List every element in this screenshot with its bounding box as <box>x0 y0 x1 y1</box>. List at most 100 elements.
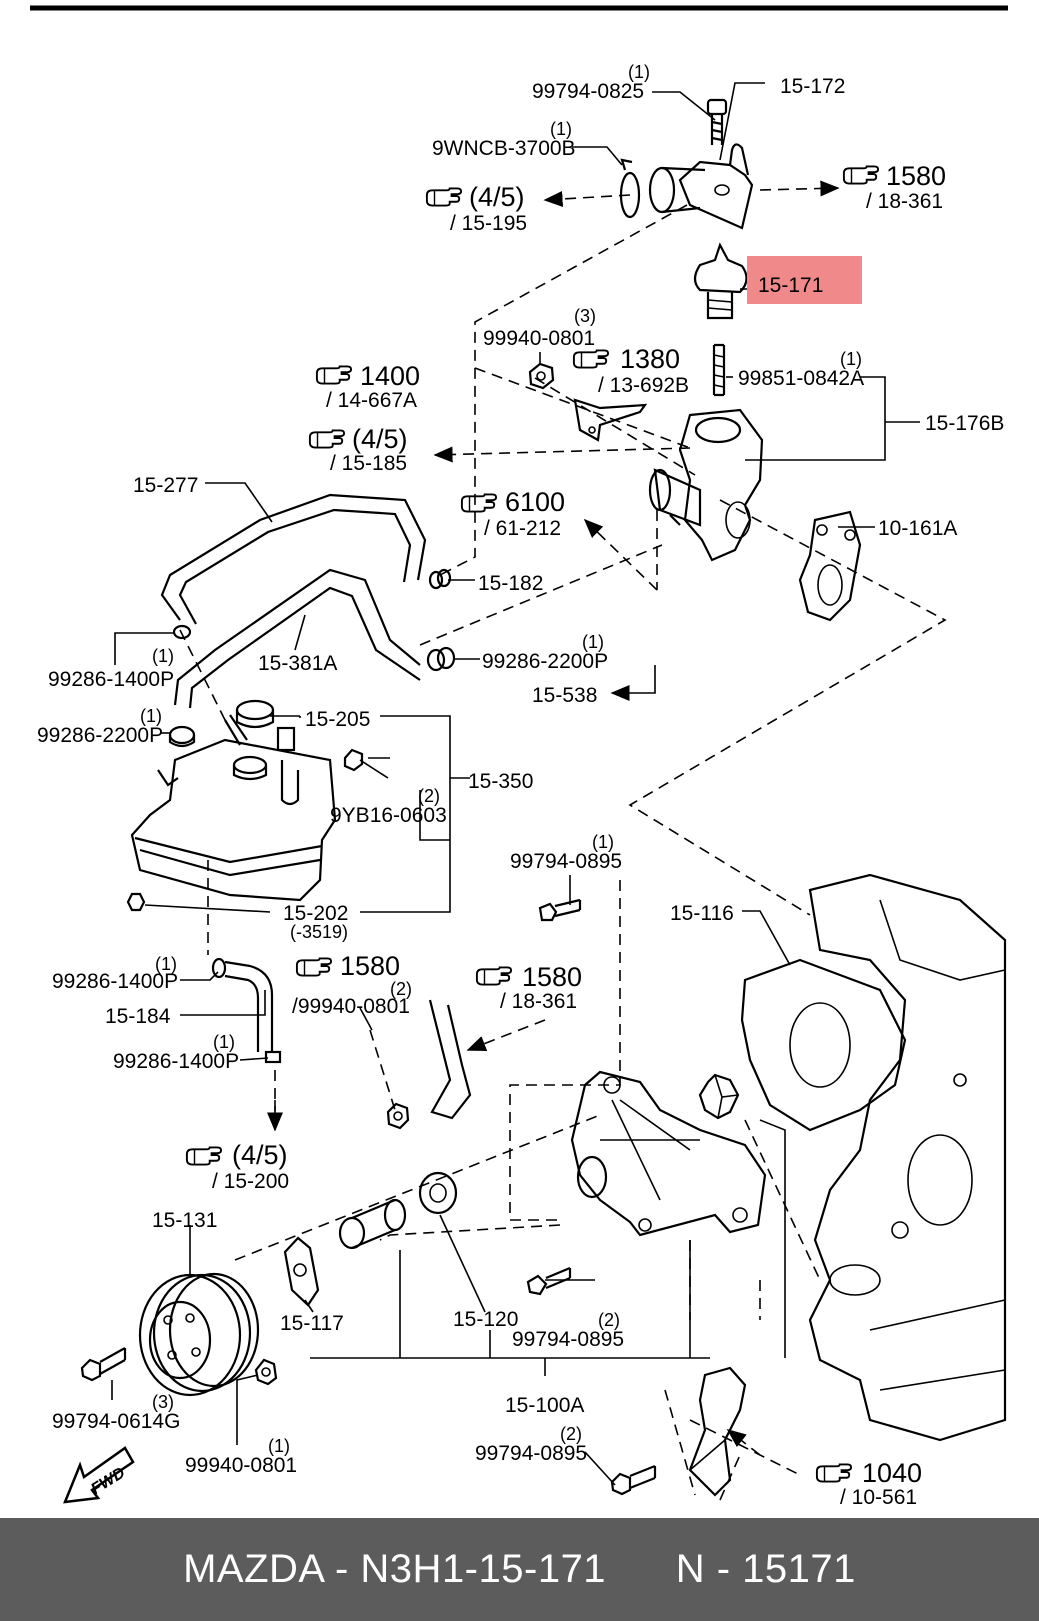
label-15-277: 15-277 <box>133 474 198 497</box>
svg-text:/ 10-561: / 10-561 <box>840 1486 917 1509</box>
clamp-99286-1400p-left <box>172 624 192 640</box>
qty-99940-0801-a: (3) <box>574 306 596 326</box>
bolt-99794-0825 <box>706 98 728 145</box>
qty-99794-0825: (1) <box>628 62 650 82</box>
bolt-99794-0895-upper <box>538 898 582 922</box>
svg-text:/ 15-200: / 15-200 <box>212 1170 289 1193</box>
pulley-15-131 <box>138 1272 260 1397</box>
svg-text:(4/5): (4/5) <box>232 1140 288 1170</box>
svg-text:(4/5): (4/5) <box>469 182 525 212</box>
pointing-hand-icon <box>572 349 610 369</box>
caption-catalog-number: N - 15171 <box>675 1547 856 1591</box>
svg-text:1040: 1040 <box>862 1458 922 1488</box>
bolt-99794-0895-bottom <box>610 1464 657 1496</box>
qty-99286-2200p-b: (1) <box>140 706 162 726</box>
pointing-hand-icon <box>315 365 353 385</box>
svg-text:/ 14-667A: / 14-667A <box>326 389 417 412</box>
engine-block <box>808 873 1007 1442</box>
pointing-hand-icon <box>185 1146 223 1166</box>
label-3519: (-3519) <box>290 922 348 942</box>
ref-1380: 1380 / 13-692B <box>572 344 689 397</box>
pointing-hand-icon <box>295 957 333 977</box>
gasket-15-116 <box>740 958 907 1132</box>
ref-1580-top: 1580 / 18-361 <box>842 161 946 213</box>
label-15-176b: 15-176B <box>925 412 1004 435</box>
bracket-lower <box>688 1366 747 1497</box>
hose-clamp-9wncb <box>619 158 641 219</box>
clamp-99286-2200p-left <box>168 725 196 748</box>
label-99851-0842a: 99851-0842A <box>738 367 864 390</box>
ref-1040: 1040 / 10-561 <box>815 1458 922 1509</box>
qty-99794-0614g: (3) <box>152 1392 174 1412</box>
label-99286-2200p-b: 99286-2200P <box>37 724 163 747</box>
svg-text:/ 15-195: / 15-195 <box>450 212 527 235</box>
label-15-381a: 15-381A <box>258 652 337 675</box>
label-15-171: 15-171 <box>758 274 823 297</box>
svg-text:1580: 1580 <box>886 161 946 191</box>
qty-99286-1400p-c: (1) <box>213 1032 235 1052</box>
gasket-10-161a <box>798 510 862 622</box>
label-15-120: 15-120 <box>453 1308 518 1331</box>
svg-text:/ 13-692B: / 13-692B <box>598 374 689 397</box>
flange-15-117 <box>283 1236 320 1307</box>
ref-4-5-15-200: (4/5) / 15-200 <box>185 1140 289 1193</box>
parts-diagram: (1) 99794-0825 15-172 (1) 9WNCB-3700B 15… <box>30 5 1008 1509</box>
label-15-182: 15-182 <box>478 572 543 595</box>
nut-99940-0801-bottom <box>254 1358 278 1386</box>
caption-bar: MAZDA - N3H1-15-171 N - 15171 <box>0 1518 1039 1621</box>
bolt-9yb16-0603 <box>343 748 364 772</box>
svg-text:1580: 1580 <box>340 951 400 981</box>
fwd-arrow-icon: FWD <box>63 1446 135 1504</box>
pointing-hand-icon <box>308 429 346 449</box>
bracket-1380 <box>573 398 648 442</box>
label-9wncb-3700b: 9WNCB-3700B <box>432 137 576 160</box>
qty-99286-2200p-a: (1) <box>582 632 604 652</box>
ref-4-5-15-195: (4/5) / 15-195 <box>425 182 527 235</box>
label-99794-0895-b: 99794-0895 <box>512 1328 624 1351</box>
bolt-99794-0614g <box>80 1347 127 1382</box>
highlight-box <box>747 256 862 304</box>
qty-99286-1400p-b: (1) <box>155 954 177 974</box>
svg-text:/ 18-361: / 18-361 <box>866 190 943 213</box>
hose-15-184 <box>211 957 282 1064</box>
part-labels: (1) 99794-0825 15-172 (1) 9WNCB-3700B 15… <box>37 62 1004 1477</box>
label-9yb16-0603: 9YB16-0603 <box>330 804 447 827</box>
label-99286-1400p-c: 99286-1400P <box>113 1050 239 1073</box>
label-99794-0825: 99794-0825 <box>532 80 644 103</box>
ref-1400: 1400 / 14-667A <box>315 361 420 412</box>
water-pump-15-100a <box>570 1070 767 1237</box>
label-99940-0801-c: 99940-0801 <box>185 1454 297 1477</box>
thermostat-15-171 <box>693 242 748 320</box>
qty-99940-0801-b: (2) <box>390 979 412 999</box>
clamp-99286-2200p-right <box>426 646 456 672</box>
qty-99940-0801-c: (1) <box>268 1436 290 1456</box>
stud-99851-0842a <box>712 343 726 397</box>
clamp-15-182 <box>428 568 452 590</box>
pointing-hand-icon <box>425 187 463 207</box>
svg-text:(4/5): (4/5) <box>352 424 408 454</box>
reference-callouts: 1580 / 18-361 (4/5) / 15-195 1380 / 13-6… <box>185 161 946 1509</box>
svg-text:/ 15-185: / 15-185 <box>330 452 407 475</box>
bracket-center <box>428 999 472 1120</box>
pointing-hand-icon <box>475 966 513 986</box>
label-15-116: 15-116 <box>670 902 734 925</box>
label-99286-2200p-a: 99286-2200P <box>482 650 608 673</box>
qty-99794-0895-b: (2) <box>598 1310 620 1330</box>
label-15-131: 15-131 <box>152 1209 217 1232</box>
solid-leaders <box>111 82 920 1486</box>
reference-arrows <box>267 180 840 1456</box>
qty-99794-0895-c: (2) <box>560 1424 582 1444</box>
label-15-172: 15-172 <box>780 75 845 98</box>
caption-text: MAZDA - N3H1-15-171 N - 15171 <box>183 1547 856 1592</box>
label-99940-0801-a: 99940-0801 <box>483 327 595 350</box>
svg-text:1380: 1380 <box>620 344 680 374</box>
svg-text:/ 61-212: / 61-212 <box>484 517 561 540</box>
seal <box>338 1198 407 1250</box>
ref-1580-mid-right: 1580 / 18-361 <box>475 962 582 1013</box>
svg-text:1580: 1580 <box>522 962 582 992</box>
label-15-205: 15-205 <box>305 708 370 731</box>
ref-6100: 6100 / 61-212 <box>460 487 565 540</box>
svg-text:1400: 1400 <box>360 361 420 391</box>
label-15-202: 15-202 <box>283 902 348 925</box>
hose-15-277 <box>160 493 427 625</box>
